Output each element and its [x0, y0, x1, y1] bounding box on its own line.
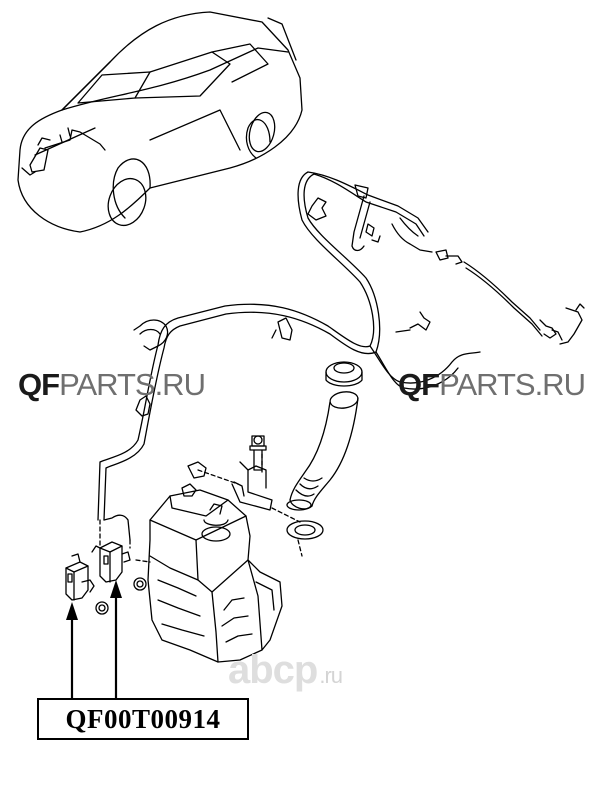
- washer-reservoir: [147, 489, 283, 663]
- watermark-abcp-name: abcp: [228, 648, 318, 692]
- washer-pump-left: [65, 553, 109, 615]
- watermark-domain: .RU: [534, 367, 586, 402]
- leader-lines: [99, 451, 303, 563]
- watermark-abcp-domain: .ru: [319, 663, 343, 688]
- hose-fittings: [133, 184, 585, 417]
- part-number-label: QF00T00914: [37, 698, 249, 740]
- vehicle-sketch: [17, 11, 303, 233]
- washer-pump-right: [91, 541, 147, 591]
- watermark-left: QFPARTS.RU: [18, 367, 206, 403]
- mounting-bracket: [181, 435, 273, 511]
- washer-hoses: [97, 171, 543, 541]
- filler-neck: [286, 361, 363, 540]
- watermark-brand-bold: QF: [18, 367, 60, 402]
- watermark-brand-rest: PARTS: [439, 367, 535, 402]
- callout-arrows: [70, 590, 118, 702]
- watermark-domain: .RU: [154, 367, 206, 402]
- watermark-brand-bold: QF: [398, 367, 440, 402]
- watermark-brand-rest: PARTS: [59, 367, 155, 402]
- watermark-right: QFPARTS.RU: [398, 367, 586, 403]
- watermark-abcp: abcp.ru: [228, 648, 343, 693]
- arrowheads: [66, 580, 122, 620]
- part-number-text: QF00T00914: [65, 703, 221, 734]
